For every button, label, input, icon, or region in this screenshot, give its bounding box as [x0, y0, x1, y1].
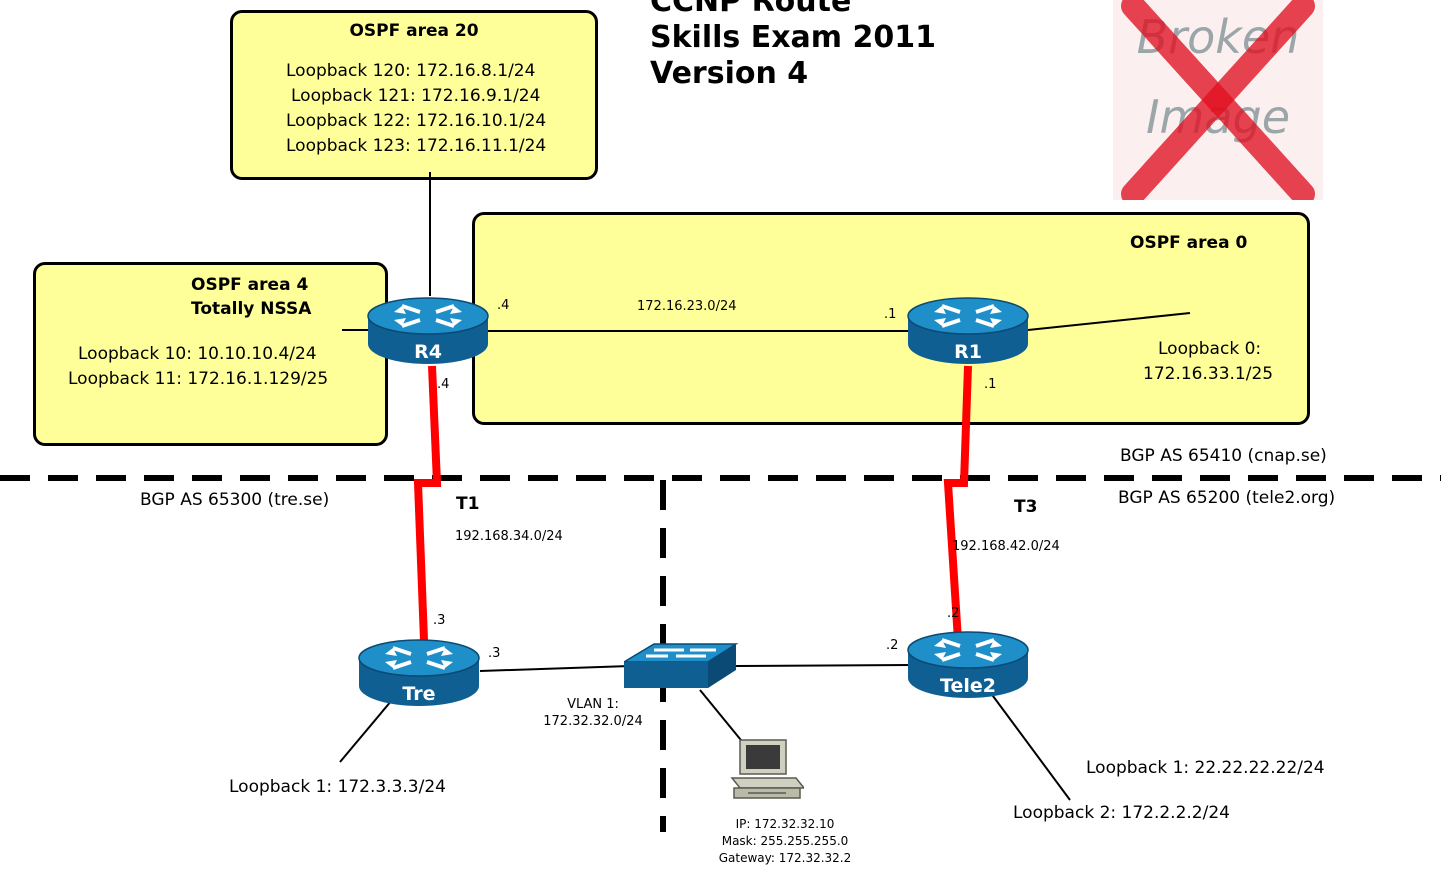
router-r4[interactable]: R4 — [366, 296, 490, 368]
loopback-0-label: Loopback 0: — [1158, 339, 1262, 359]
t1-network-label: 192.168.34.0/24 — [455, 529, 563, 544]
serial-link-t1 — [413, 365, 442, 641]
serial-link-t3 — [943, 365, 972, 641]
exam-title: CCNP Route Skills Exam 2011 Version 4 — [650, 0, 936, 92]
tre-lan-ip: .3 — [488, 646, 501, 661]
loopback-123: Loopback 123: 172.16.11.1/24 — [286, 136, 547, 156]
ospf-area-4-subtitle: Totally NSSA — [191, 299, 312, 319]
loopback-122: Loopback 122: 172.16.10.1/24 — [286, 111, 547, 131]
t3-network-label: 192.168.42.0/24 — [952, 539, 1060, 554]
router-tele2-label: Tele2 — [940, 675, 996, 697]
broken-image-x-icon — [1121, 0, 1315, 200]
switch-tele2-link — [735, 664, 911, 667]
router-r1[interactable]: R1 — [906, 296, 1030, 368]
switch-pc-link — [699, 689, 746, 746]
loopback-11: Loopback 11: 172.16.1.129/25 — [68, 369, 329, 389]
pc-mask: Mask: 255.255.255.0 — [721, 834, 849, 848]
r1-ethernet-ip: .1 — [884, 307, 897, 322]
bgp-as-tre: BGP AS 65300 (tre.se) — [140, 490, 330, 510]
t1-label: T1 — [456, 494, 480, 514]
tele2-loopback-1: Loopback 1: 22.22.22.22/24 — [1086, 758, 1325, 778]
pc-ip: IP: 172.32.32.10 — [735, 817, 835, 831]
tele2-serial-ip: .2 — [947, 606, 960, 621]
r4-r1-network-label: 172.16.23.0/24 — [637, 299, 737, 314]
switch-icon[interactable] — [624, 642, 740, 692]
ospf-area-20-box: OSPF area 20 Loopback 120: 172.16.8.1/24… — [230, 10, 598, 180]
loopback-0-address: 172.16.33.1/25 — [1143, 364, 1274, 384]
router-icon — [367, 297, 489, 364]
router-tre-label: Tre — [402, 683, 436, 705]
r4-ethernet-ip: .4 — [497, 298, 510, 313]
tele2-loopback-link — [989, 691, 1071, 801]
tele2-lan-ip: .2 — [886, 638, 899, 653]
ospf-area-20-title: OSPF area 20 — [349, 21, 479, 41]
exam-title-line1: CCNP Route — [650, 0, 852, 19]
tele2-loopback-2: Loopback 2: 172.2.2.2/24 — [1013, 803, 1230, 823]
vlan-name: VLAN 1: — [567, 697, 619, 712]
router-r4-label: R4 — [414, 341, 442, 363]
r1-serial-ip: .1 — [984, 377, 997, 392]
vlan-network: 172.32.32.0/24 — [543, 714, 643, 729]
ospf-area-0-title: OSPF area 0 — [1130, 233, 1248, 253]
bgp-as-cnap: BGP AS 65410 (cnap.se) — [1120, 446, 1327, 466]
ospf-area-4-box: OSPF area 4 Totally NSSA Loopback 10: 10… — [33, 262, 388, 446]
loopback-120: Loopback 120: 172.16.8.1/24 — [286, 61, 536, 81]
pc-icon[interactable] — [728, 738, 804, 802]
exam-title-line3: Version 4 — [650, 56, 809, 91]
router-r1-label: R1 — [954, 341, 982, 363]
pc-info: IP: 172.32.32.10 Mask: 255.255.255.0 Gat… — [690, 816, 880, 867]
pc-gateway: Gateway: 172.32.32.2 — [718, 851, 852, 865]
router-icon — [358, 639, 480, 706]
vlan-label: VLAN 1: 172.32.32.0/24 — [530, 697, 656, 729]
router-icon — [907, 297, 1029, 364]
tre-serial-ip: .3 — [433, 613, 446, 628]
router-tre[interactable]: Tre — [357, 638, 481, 710]
t3-label: T3 — [1014, 497, 1038, 517]
ospf-area-0-box: OSPF area 0 Loopback 0: 172.16.33.1/25 — [472, 212, 1310, 425]
tre-loopback-1: Loopback 1: 172.3.3.3/24 — [229, 777, 446, 797]
bgp-as-tele2: BGP AS 65200 (tele2.org) — [1118, 488, 1336, 508]
ospf-area-4-title: OSPF area 4 — [191, 275, 309, 295]
router-icon — [907, 631, 1029, 698]
r4-serial-ip: .4 — [437, 377, 450, 392]
r1-loopback0-link — [1027, 312, 1191, 331]
loopback-10: Loopback 10: 10.10.10.4/24 — [78, 344, 317, 364]
broken-image: Broken Image — [1113, 0, 1323, 200]
loopback-121: Loopback 121: 172.16.9.1/24 — [291, 86, 541, 106]
tre-switch-link — [479, 665, 631, 672]
tre-loopback1-link — [339, 699, 393, 763]
exam-title-line2: Skills Exam 2011 — [650, 20, 936, 55]
router-tele2[interactable]: Tele2 — [906, 630, 1030, 702]
